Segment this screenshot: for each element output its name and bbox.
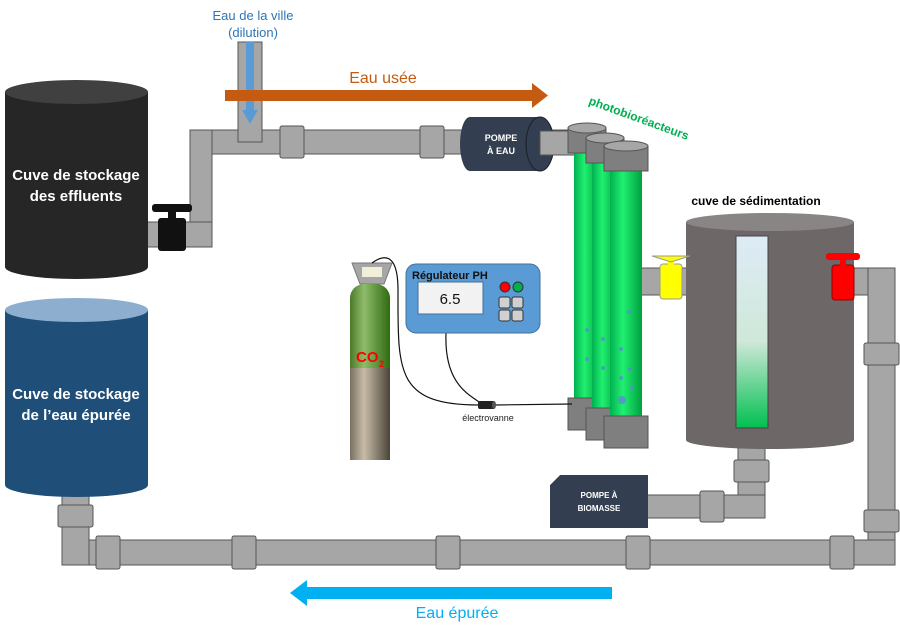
clean-water-tank: Cuve de stockage de l’eau épurée	[5, 298, 148, 497]
keypad-button[interactable]	[498, 309, 511, 322]
keypad-button[interactable]	[498, 296, 511, 309]
effluent-valve[interactable]	[152, 204, 192, 251]
svg-text:POMPE: POMPE	[485, 133, 518, 143]
pipe-couplings	[57, 125, 900, 570]
co2-bottle: CO 2	[350, 262, 393, 460]
svg-text:Cuve de stockage: Cuve de stockage	[12, 386, 140, 403]
keypad-button[interactable]	[511, 309, 524, 322]
waste-water-arrow	[225, 90, 535, 101]
clean-water-arrow	[305, 587, 612, 599]
cable-reactor	[494, 403, 573, 406]
green-indicator	[512, 281, 524, 293]
red-valve[interactable]	[826, 253, 860, 301]
svg-text:des effluents: des effluents	[30, 188, 123, 205]
electrovalve-label: électrovanne	[462, 413, 514, 423]
effluent-tank: Cuve de stockage des effluents	[5, 80, 148, 279]
svg-text:de l’eau épurée: de l’eau épurée	[21, 407, 130, 424]
city-water-arrowhead	[242, 110, 258, 124]
clean-water-label: Eau épurée	[416, 605, 499, 622]
red-indicator	[499, 281, 511, 293]
ph-value: 6.5	[440, 291, 461, 308]
city-water-label: Eau de la ville	[213, 8, 294, 23]
svg-text:CO: CO	[356, 349, 379, 366]
sedimentation-window	[735, 235, 769, 429]
ph-regulator: Régulateur PH 6.5	[405, 263, 541, 334]
svg-text:Cuve de stockage: Cuve de stockage	[12, 167, 140, 184]
water-pump: POMPE À EAU	[460, 116, 577, 172]
cable-co2	[371, 257, 479, 406]
sedimentation-tank: cuve de sédimentation	[686, 194, 854, 449]
svg-text:2: 2	[379, 359, 384, 369]
waste-water-label: Eau usée	[349, 70, 417, 87]
svg-text:À EAU: À EAU	[487, 146, 515, 156]
ph-display	[417, 281, 484, 315]
biomass-pump: POMPE À BIOMASSE	[550, 475, 648, 528]
city-water-arrow	[246, 42, 254, 112]
electrovalve[interactable]	[478, 401, 496, 409]
photobioreactors	[567, 122, 649, 449]
cable-regulator	[445, 332, 483, 405]
svg-text:POMPE À: POMPE À	[581, 491, 618, 500]
city-water-label-2: (dilution)	[228, 25, 278, 40]
svg-text:BIOMASSE: BIOMASSE	[578, 504, 621, 513]
yellow-valve[interactable]	[651, 255, 691, 300]
keypad-button[interactable]	[511, 296, 524, 309]
svg-text:Régulateur PH: Régulateur PH	[412, 270, 488, 282]
svg-text:cuve de sédimentation: cuve de sédimentation	[691, 194, 820, 208]
waste-water-arrowhead	[532, 83, 548, 108]
reactor-3	[603, 140, 649, 449]
clean-water-arrowhead	[290, 580, 307, 606]
bubbles	[585, 310, 634, 404]
